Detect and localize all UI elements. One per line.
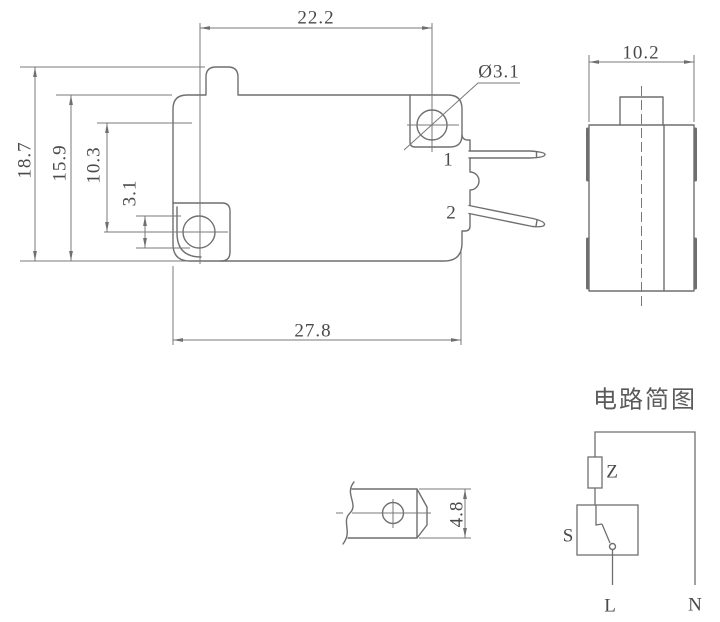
switch-contact [608,542,617,551]
arrowhead [69,95,73,105]
arrowhead [463,528,467,538]
dim-18-7-ext [20,66,205,262]
arrowhead [143,216,147,226]
centerline-hole-bottom-left [104,23,228,264]
terminal-blade-outline [347,488,428,539]
terminal-centerline [336,499,431,528]
impedance-symbol [587,456,603,489]
dim-hole-span-horizontal: 22.2 [297,8,334,29]
arrowhead [422,26,432,30]
arrowhead [173,338,183,342]
neutral-label: N [688,595,702,616]
arrowhead [451,338,461,342]
arrowhead [69,251,73,261]
terminal-2-label: 2 [446,203,456,224]
circuit-title: 电路简图 [593,385,697,413]
dim-height-total: 18.7 [15,141,36,178]
dim-width-body: 27.8 [294,321,331,342]
dim-height-body: 15.9 [50,144,71,181]
break-line [342,481,355,545]
centerline-hole-top-right [407,23,459,152]
hole-diameter-label: Ø3.1 [478,62,519,83]
terminal-detail-view: 4.8 [336,481,471,545]
arrowhead [200,26,210,30]
dim-27-8-ext [172,250,462,345]
dim-hole-span-vertical: 10.3 [84,146,105,183]
side-plunger-button [619,96,664,126]
arrowhead [589,60,599,64]
terminal-pin-1 [468,150,546,159]
live-label: L [604,596,616,617]
mounting-pad-bottom-left [172,202,231,262]
arrowhead [33,251,37,261]
switch-box [576,504,639,556]
mounting-pad-inner-arc [176,206,202,258]
leader-hole-diameter [403,82,520,151]
circuit-diagram: 电路简图 Z S L N [563,385,702,616]
switch-symbol [595,505,611,544]
arrowhead [463,489,467,499]
dim-10-2-ext [588,55,695,122]
terminal-1-label: 1 [443,150,453,171]
terminal-pin-2-seam [535,219,538,228]
dim-4-8-ext [419,488,471,539]
arrowhead [143,238,147,248]
terminal-pin-2 [468,204,546,228]
side-body-outline [588,124,695,292]
switch-body-outline [172,66,480,262]
arrowhead [105,222,109,232]
impedance-label: Z [606,462,618,483]
side-view: 10.2 [586,43,697,306]
arrowhead [684,60,694,64]
dim-hole-height: 3.1 [120,180,141,207]
dim-side-width: 10.2 [622,43,659,64]
dim-terminal-width: 4.8 [447,501,468,528]
circuit-wire-top [594,431,696,585]
arrowhead [105,123,109,133]
switch-label: S [563,526,574,547]
arrowhead [33,67,37,77]
front-view: 22.2 18.7 15.9 10.3 3.1 27.8 Ø3.1 [15,8,546,345]
